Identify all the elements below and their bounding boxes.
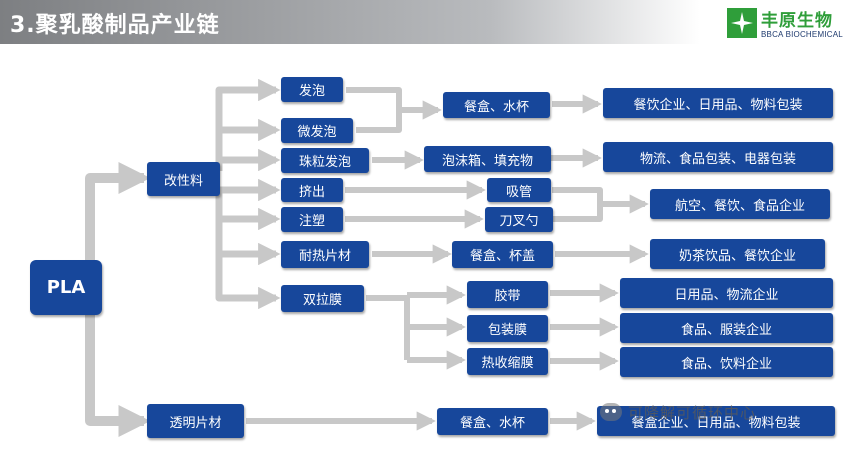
arrow-pla-transparent: [85, 315, 151, 438]
node-biaxial-film: 双拉膜: [281, 285, 364, 312]
node-box-cup-2: 餐盒、水杯: [437, 408, 548, 435]
node-use-final: 餐盒企业、日用品、物料包装: [597, 406, 835, 436]
node-heat-resistant-sheet: 耐热片材: [281, 241, 369, 268]
node-pla: PLA: [30, 260, 102, 315]
node-use-catering-daily: 餐饮企业、日用品、物料包装: [603, 88, 833, 118]
node-shrink-film: 热收缩膜: [467, 348, 548, 375]
node-micro-foaming: 微发泡: [281, 118, 353, 143]
node-use-food-clothing: 食品、服装企业: [620, 313, 833, 343]
logo-mark-icon: [727, 8, 757, 38]
arrow-foam-merge: [346, 87, 402, 133]
logo-name: 丰原生物: [761, 11, 833, 31]
arrow-film-split: [366, 295, 410, 360]
node-packaging-film: 包装膜: [467, 315, 548, 342]
node-transparent-sheet: 透明片材: [147, 404, 244, 438]
node-cutlery: 刀叉勺: [485, 207, 553, 232]
node-injection: 注塑: [281, 207, 343, 232]
watermark: 可降解可循环中心: [600, 398, 850, 426]
arrow-modified-extrusion: [215, 178, 281, 202]
company-logo: 丰原生物 BBCA BIOCHEMICAL: [727, 6, 857, 46]
node-bead-foaming: 珠粒发泡: [281, 148, 369, 173]
node-straw: 吸管: [487, 178, 551, 202]
watermark-text: 可降解可循环中心: [628, 403, 757, 422]
page-title: 3.聚乳酸制品产业链: [10, 13, 220, 38]
arrow-modified-heat: [215, 219, 281, 266]
node-box-lid: 餐盒、杯盖: [452, 241, 553, 268]
node-modified: 改性料: [147, 162, 220, 196]
wechat-icon: [600, 403, 622, 421]
node-foaming: 发泡: [281, 77, 343, 102]
node-use-logistics: 物流、食品包装、电器包装: [603, 142, 833, 172]
arrow-straw-cutlery-merge: [552, 187, 603, 222]
node-foam-box: 泡沫箱、填充物: [424, 146, 551, 172]
node-use-food-beverage: 食品、饮料企业: [620, 347, 833, 377]
arrow-modified-injection: [215, 190, 281, 231]
arrow-modified-foaming: [215, 78, 281, 171]
node-use-aviation: 航空、餐饮、食品企业: [650, 189, 830, 219]
node-use-milk-tea: 奶茶饮品、餐饮企业: [650, 239, 825, 269]
logo-english-name: BBCA BIOCHEMICAL: [761, 30, 843, 39]
arrow-pla-modified: [85, 161, 151, 262]
node-box-cup-1: 餐盒、水杯: [443, 92, 550, 118]
arrow-modified-film: [215, 254, 281, 310]
node-use-daily-logistics: 日用品、物流企业: [620, 278, 833, 308]
node-extrusion: 挤出: [281, 178, 343, 202]
title-bar: 3.聚乳酸制品产业链: [0, 0, 700, 44]
node-tape: 胶带: [467, 281, 548, 308]
